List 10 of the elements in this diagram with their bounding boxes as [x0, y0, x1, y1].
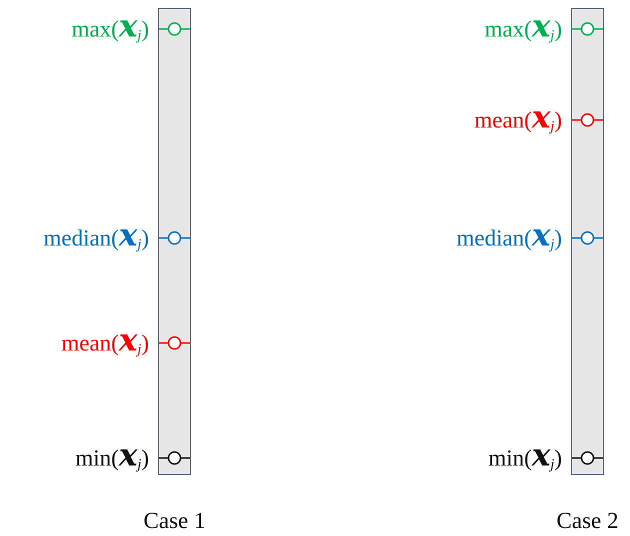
- statistic-label: median(x$_{j}$): [456, 220, 562, 252]
- statistic-label: min(x$_{j}$): [75, 440, 149, 472]
- statistic-label: max(x$_{j}$): [72, 12, 149, 43]
- statistic-label: mean(x$_{j}$): [61, 326, 149, 357]
- case-caption: Case 1: [144, 508, 206, 534]
- statistic-label: min(x$_{j}$): [488, 440, 562, 472]
- case-caption: Case 2: [556, 508, 618, 534]
- statistic-label: median(x$_{j}$): [43, 220, 149, 252]
- statistic-label: mean(x$_{j}$): [474, 102, 562, 134]
- statistic-label: max(x$_{j}$): [484, 12, 562, 43]
